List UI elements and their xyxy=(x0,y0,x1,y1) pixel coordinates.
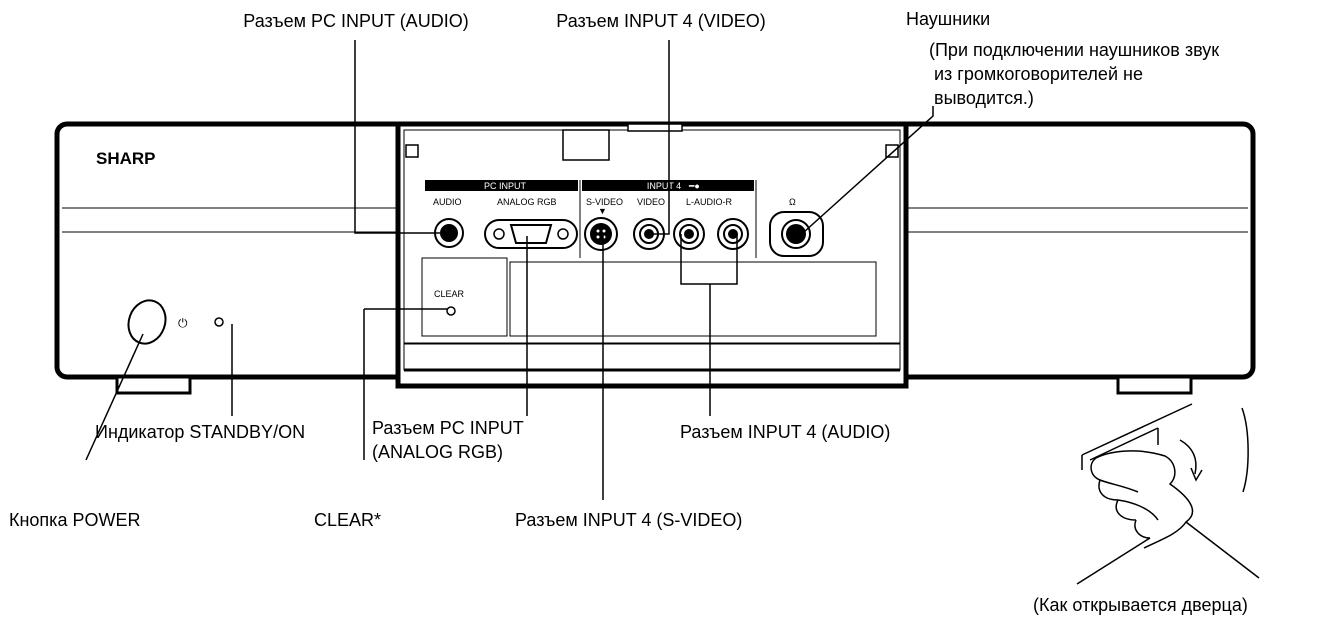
video-jack[interactable] xyxy=(633,218,665,250)
callout-input4-audio: Разъем INPUT 4 (AUDIO) xyxy=(680,422,890,442)
callout-pc-input-rgb-line2: (ANALOG RGB) xyxy=(372,442,503,462)
callout-input4-svideo: Разъем INPUT 4 (S-VIDEO) xyxy=(515,510,742,530)
input4-header: INPUT 4 xyxy=(647,181,681,191)
jack-label-s-video: S-VIDEO xyxy=(586,197,623,207)
jack-label-audio: AUDIO xyxy=(433,197,462,207)
input4-header-icon: ━● xyxy=(688,181,700,191)
analog-rgb-port[interactable] xyxy=(484,219,578,249)
s-video-jack[interactable] xyxy=(584,217,618,251)
jack-label-video: VIDEO xyxy=(637,197,665,207)
pc-input-header: PC INPUT xyxy=(484,181,527,191)
callout-door-caption: (Как открывается дверца) xyxy=(1033,595,1248,615)
callout-pc-input-rgb-line1: Разъем PC INPUT xyxy=(372,418,524,438)
clear-button[interactable] xyxy=(446,306,456,316)
callout-clear: CLEAR* xyxy=(314,510,381,530)
callout-headphones-note-1: (При подключении наушников звук xyxy=(929,40,1219,60)
audio-r-jack[interactable] xyxy=(717,218,749,250)
jack-label-analog-rgb: ANALOG RGB xyxy=(497,197,557,207)
input4-header-bar xyxy=(582,180,754,191)
callout-headphones-note-2: из громкоговорителей не xyxy=(934,64,1143,84)
callout-standby-indicator: Индикатор STANDBY/ON xyxy=(95,422,305,442)
headphone-jack[interactable] xyxy=(769,211,824,257)
callout-input4-video: Разъем INPUT 4 (VIDEO) xyxy=(556,11,765,31)
jack-label-l-audio-r: L-AUDIO-R xyxy=(686,197,733,207)
pc-input-header-bar xyxy=(425,180,578,191)
jack-label-headphone: Ω xyxy=(789,197,796,207)
callout-headphones-note-3: выводится.) xyxy=(934,88,1034,108)
s-video-triangle-icon: ▼ xyxy=(598,206,607,216)
callout-headphones-title: Наушники xyxy=(906,9,990,29)
audio-l-jack[interactable] xyxy=(673,218,705,250)
brand-logo: SHARP xyxy=(96,149,156,168)
power-icon: ⏻ xyxy=(178,316,188,330)
pc-audio-jack[interactable] xyxy=(434,218,464,248)
hand-opening-door-illustration xyxy=(1076,403,1260,585)
standby-indicator-led xyxy=(214,317,224,327)
leader-lines xyxy=(85,40,934,500)
front-door-frame xyxy=(395,121,909,389)
clear-panel-label: CLEAR xyxy=(434,289,465,299)
callout-pc-input-audio: Разъем PC INPUT (AUDIO) xyxy=(243,11,468,31)
callout-power-button: Кнопка POWER xyxy=(9,510,140,530)
